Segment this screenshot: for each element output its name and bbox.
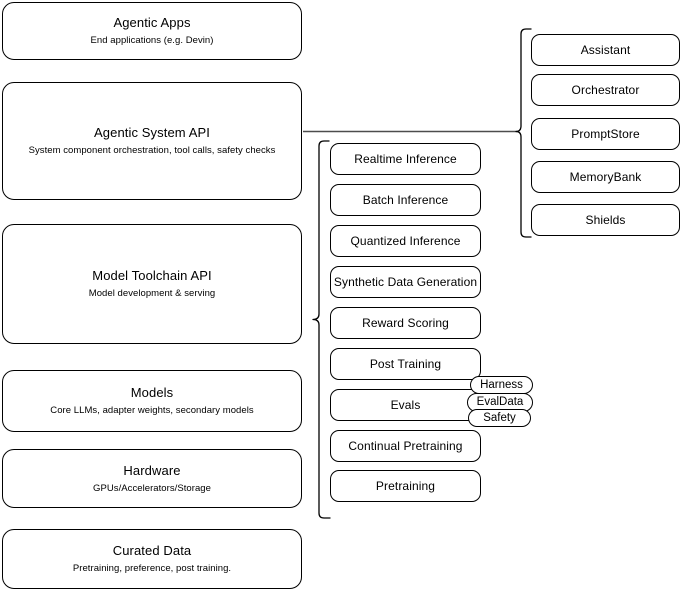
chip-label: MemoryBank <box>569 170 642 184</box>
stack-layer-model-toolchain-api[interactable]: Model Toolchain API Model development & … <box>2 224 302 344</box>
toolchain-component-evals[interactable]: Evals <box>330 389 481 421</box>
chip-label: Realtime Inference <box>354 152 457 166</box>
chip-label: Pretraining <box>375 479 436 493</box>
stack-layer-subtitle: System component orchestration, tool cal… <box>28 145 276 156</box>
agentic-component-assistant[interactable]: Assistant <box>531 34 680 66</box>
agentic-component-promptstore[interactable]: PromptStore <box>531 118 680 150</box>
stack-layer-agentic-system-api[interactable]: Agentic System API System component orch… <box>2 82 302 200</box>
toolchain-component-batch-inference[interactable]: Batch Inference <box>330 184 481 216</box>
stack-layer-models[interactable]: Models Core LLMs, adapter weights, secon… <box>2 370 302 432</box>
stack-layer-title: Model Toolchain API <box>92 268 212 283</box>
evals-tag-safety[interactable]: Safety <box>468 409 531 427</box>
chip-label: Shields <box>585 213 626 227</box>
evals-tag-harness[interactable]: Harness <box>470 376 533 394</box>
toolchain-component-reward-scoring[interactable]: Reward Scoring <box>330 307 481 339</box>
stack-layer-hardware[interactable]: Hardware GPUs/Accelerators/Storage <box>2 449 302 508</box>
agentic-component-memorybank[interactable]: MemoryBank <box>531 161 680 193</box>
toolchain-component-continual-pretraining[interactable]: Continual Pretraining <box>330 430 481 462</box>
chip-label: Reward Scoring <box>362 316 449 330</box>
stack-layer-title: Agentic System API <box>94 125 210 140</box>
stack-layer-title: Hardware <box>123 462 181 478</box>
stack-layer-subtitle: End applications (e.g. Devin) <box>90 35 214 46</box>
chip-label: Continual Pretraining <box>348 439 463 453</box>
stack-layer-subtitle: Model development & serving <box>88 288 216 299</box>
chip-label: Evals <box>390 398 421 412</box>
stack-layer-title: Agentic Apps <box>113 15 191 30</box>
stack-layer-title: Curated Data <box>112 543 192 558</box>
chip-label: Assistant <box>580 43 631 57</box>
toolchain-component-realtime-inference[interactable]: Realtime Inference <box>330 143 481 175</box>
chip-label: Orchestrator <box>571 83 640 97</box>
agentic-component-orchestrator[interactable]: Orchestrator <box>531 74 680 106</box>
stack-layer-curated-data[interactable]: Curated Data Pretraining, preference, po… <box>2 529 302 589</box>
toolchain-component-post-training[interactable]: Post Training <box>330 348 481 380</box>
stack-layer-subtitle: Pretraining, preference, post training. <box>72 563 232 574</box>
pill-label: EvalData <box>476 396 524 408</box>
agentic-component-shields[interactable]: Shields <box>531 204 680 236</box>
toolchain-component-quantized-inference[interactable]: Quantized Inference <box>330 225 481 257</box>
chip-label: Batch Inference <box>362 193 449 207</box>
toolchain-component-synthetic-data-generation[interactable]: Synthetic Data Generation <box>330 266 481 298</box>
chip-label: PromptStore <box>571 127 640 141</box>
chip-label: Quantized Inference <box>350 234 461 248</box>
stack-layer-subtitle: GPUs/Accelerators/Storage <box>93 482 211 494</box>
stack-layer-subtitle: Core LLMs, adapter weights, secondary mo… <box>50 405 254 416</box>
stack-layer-agentic-apps[interactable]: Agentic Apps End applications (e.g. Devi… <box>2 2 302 60</box>
toolchain-component-pretraining[interactable]: Pretraining <box>330 470 481 502</box>
chip-label: Synthetic Data Generation <box>333 275 478 289</box>
pill-label: Safety <box>483 411 516 424</box>
pill-label: Harness <box>480 378 523 391</box>
stack-layer-title: Models <box>130 385 174 400</box>
chip-label: Post Training <box>369 357 442 371</box>
